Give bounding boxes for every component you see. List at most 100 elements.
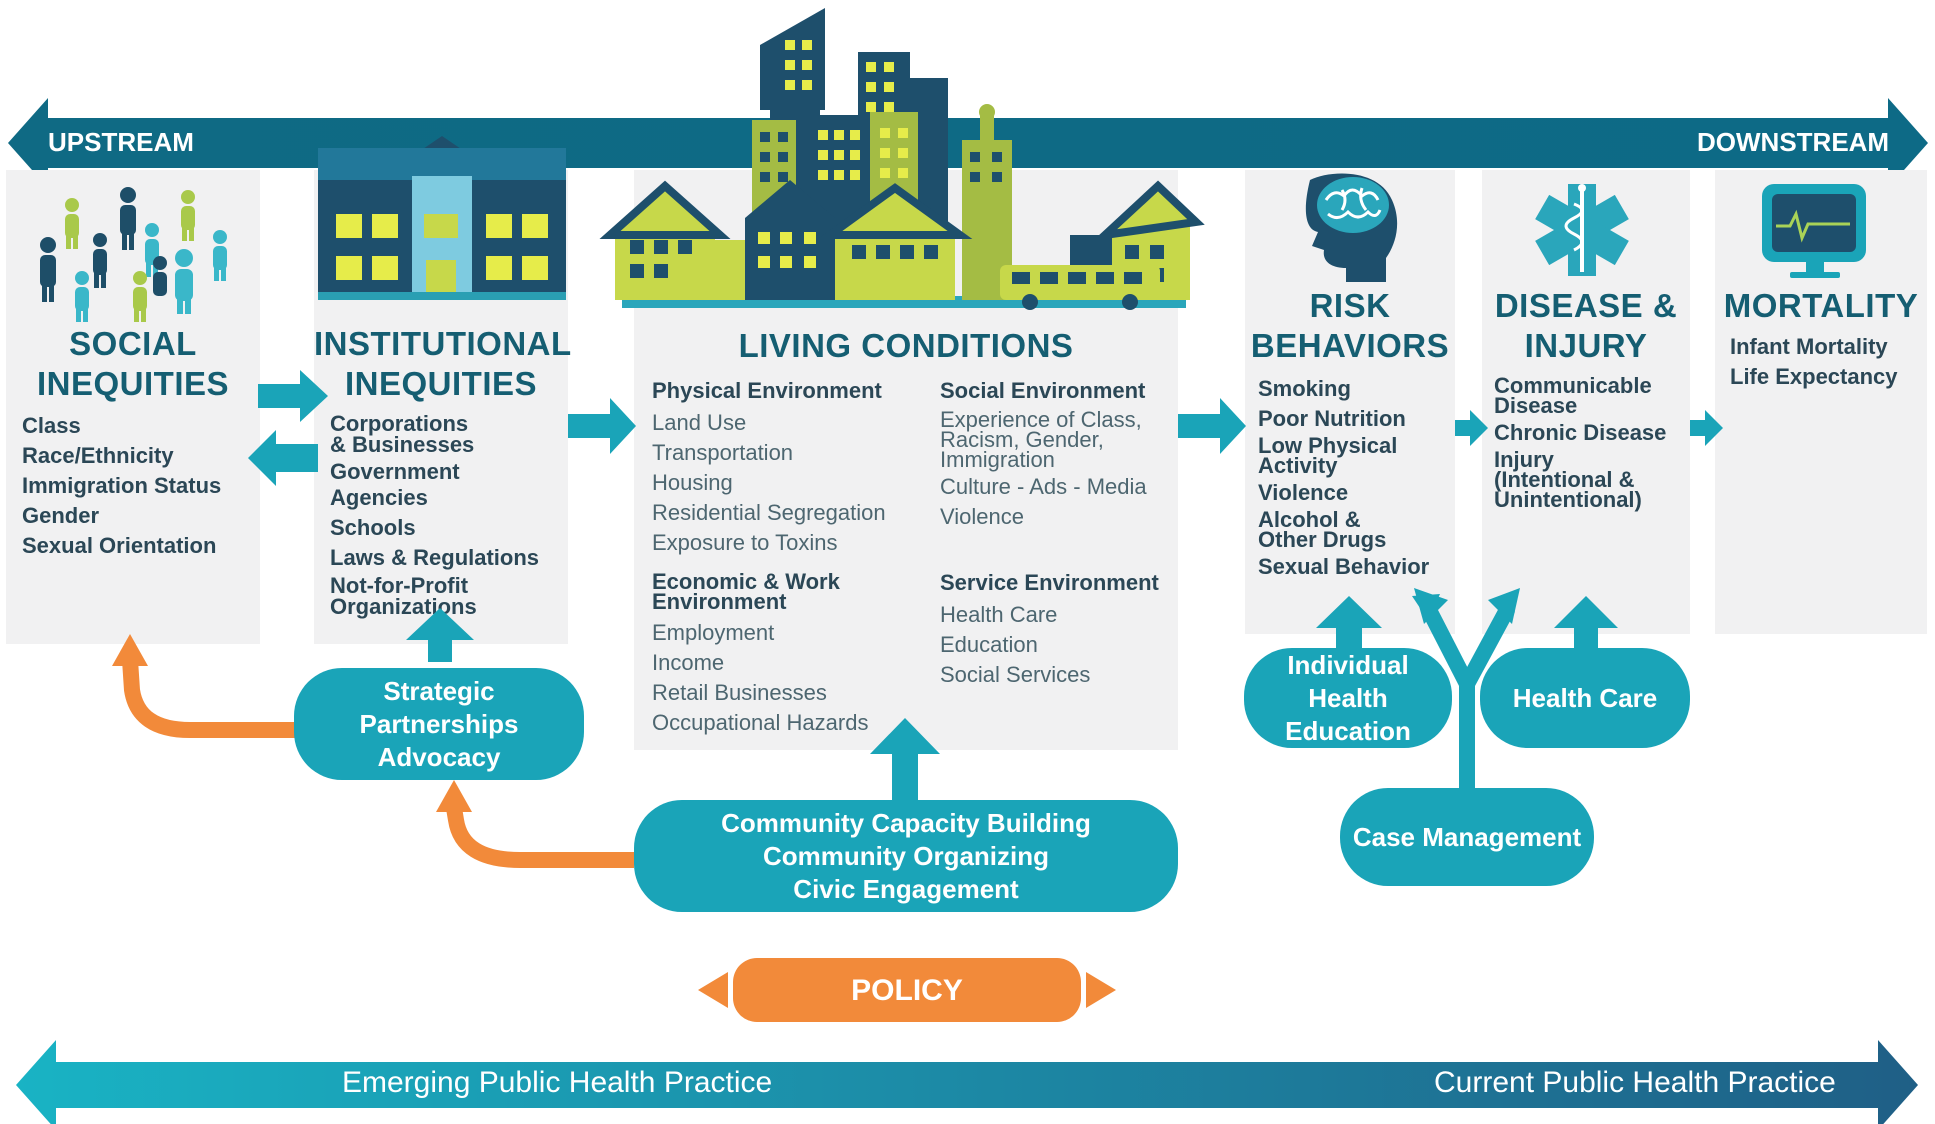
list-item: Life Expectancy [1730,364,1898,389]
service-environment-list: Health Care Education Social Services [940,602,1160,688]
economic-environment-list: Employment Income Retail Businesses Occu… [652,620,892,736]
list-item: Race/Ethnicity [22,443,174,468]
health-care-pill[interactable]: Health Care [1480,648,1690,748]
arrow-case-management-branch [1420,604,1516,792]
pill-line: Health Care [1512,682,1658,713]
pill-line: Community Capacity Building [721,807,1091,838]
list-item: Transportation [652,440,794,465]
arrow-institutional-to-social [248,430,318,486]
list-item: Chronic Disease [1494,420,1667,445]
policy-label: POLICY [851,973,963,1007]
list-item: Occupational Hazards [652,710,869,735]
list-item: Class [22,413,81,438]
list-item: Sexual Behavior [1258,554,1430,579]
social-title-line1: SOCIAL [69,325,197,362]
emerging-practice-label: Emerging Public Health Practice [342,1066,773,1099]
social-title-line2: INEQUITIES [36,365,230,402]
list-item: Laws & Regulations [330,545,540,570]
list-item: Government Agencies [330,459,460,510]
list-item: Infant Mortality [1730,334,1888,359]
individual-health-education-pill[interactable]: Individual Health Education [1244,648,1452,748]
mortality-title: MORTALITY [1723,287,1919,324]
risk-behaviors-title: RISK BEHAVIORS [1245,286,1455,366]
list-item: Employment [652,620,775,645]
list-item: Retail Businesses [652,680,827,705]
list-item: Exposure to Toxins [652,530,838,555]
list-item: Income [652,650,725,675]
brain-head-icon [1305,173,1398,282]
list-item: Education [940,632,1038,657]
list-item: Corporations & Businesses [330,411,475,457]
practice-arrow [16,1040,1918,1124]
school-building-icon [318,136,566,300]
list-item: Housing [652,470,733,495]
arrow-disease-to-mortality [1690,410,1723,446]
list-item: Immigration Status [22,473,222,498]
disease-injury-title: DISEASE & INJURY [1482,286,1690,366]
disease-title-line1: DISEASE & [1494,287,1678,324]
list-item: Culture - Ads - Media [940,474,1147,499]
pill-line: Partnerships [359,708,519,739]
list-item: Schools [330,515,416,540]
pill-line: Advocacy [377,741,501,772]
list-item: Violence [940,504,1024,529]
list-item: Communicable Disease [1494,373,1652,418]
disease-injury-list: Communicable Disease Chronic Disease Inj… [1494,373,1684,514]
list-item: Social Services [940,662,1091,687]
list-item: Residential Segregation [652,500,886,525]
economic-environment-heading: Economic & Work Environment [652,569,840,614]
pill-line: Individual Health [1287,649,1409,713]
institutional-title-line2: INEQUITIES [344,365,538,402]
institutional-title-line1: INSTITUTIONAL [314,325,572,362]
policy-pill[interactable]: POLICY [733,958,1081,1022]
orange-feedback-arrows [122,659,634,868]
arrow-social-to-institutional [258,370,328,422]
mortality-list: Infant Mortality Life Expectancy [1730,334,1920,394]
institutional-inequities-title: INSTITUTIONAL INEQUITIES [314,324,572,404]
pill-line: Education [1285,715,1411,746]
arrow-risk-to-disease [1455,410,1488,446]
pill-line: Community Organizing [763,840,1049,871]
economic-environment-section: Economic & Work Environment Employment I… [652,569,892,740]
arrow-community-up [870,718,940,806]
social-environment-list: Experience of Class, Racism, Gender, Imm… [940,407,1160,530]
arrow-living-to-risk [1178,398,1246,454]
risk-title-line2: BEHAVIORS [1250,327,1450,364]
downstream-label: DOWNSTREAM [1697,127,1890,157]
risk-behaviors-list: Smoking Poor Nutrition Low Physical Acti… [1258,376,1448,584]
service-environment-heading: Service Environment [940,570,1159,595]
disease-title-line2: INJURY [1524,327,1648,364]
pill-line: Case Management [1352,821,1582,852]
pill-line: Civic Engagement [793,873,1019,904]
physical-environment-heading: Physical Environment [652,378,882,403]
list-item: Land Use [652,410,747,435]
list-item: Experience of Class, Racism, Gender, Imm… [940,407,1142,472]
arrow-healthcare-up [1554,596,1618,652]
list-item: Poor Nutrition [1258,406,1406,431]
list-item: Injury (Intentional & Unintentional) [1494,447,1642,512]
service-environment-section: Service Environment Health Care Educatio… [940,572,1160,692]
list-item: Gender [22,503,100,528]
risk-title-line1: RISK [1309,287,1391,324]
city-skyline-icon [599,8,1205,310]
social-environment-heading: Social Environment [940,378,1146,403]
list-item: Sexual Orientation [22,533,217,558]
case-management-pill[interactable]: Case Management [1340,788,1594,886]
list-item: Alcohol & Other Drugs [1258,507,1387,552]
physical-environment-list: Land Use Transportation Housing Resident… [652,410,912,556]
strategic-partnerships-advocacy-pill[interactable]: Strategic Partnerships Advocacy [294,668,584,780]
arrow-strategic-up [406,608,474,662]
arrow-institutional-to-living [568,398,636,454]
list-item: Low Physical Activity [1258,433,1398,478]
physical-environment-section: Physical Environment Land Use Transporta… [652,380,912,560]
living-conditions-title: LIVING CONDITIONS [738,327,1074,364]
list-item: Violence [1258,480,1349,505]
social-environment-section: Social Environment Experience of Class, … [940,380,1160,534]
arrow-individual-up [1316,596,1382,652]
community-capacity-building-pill[interactable]: Community Capacity Building Community Or… [634,800,1178,912]
social-inequities-title: SOCIAL INEQUITIES [6,324,260,404]
